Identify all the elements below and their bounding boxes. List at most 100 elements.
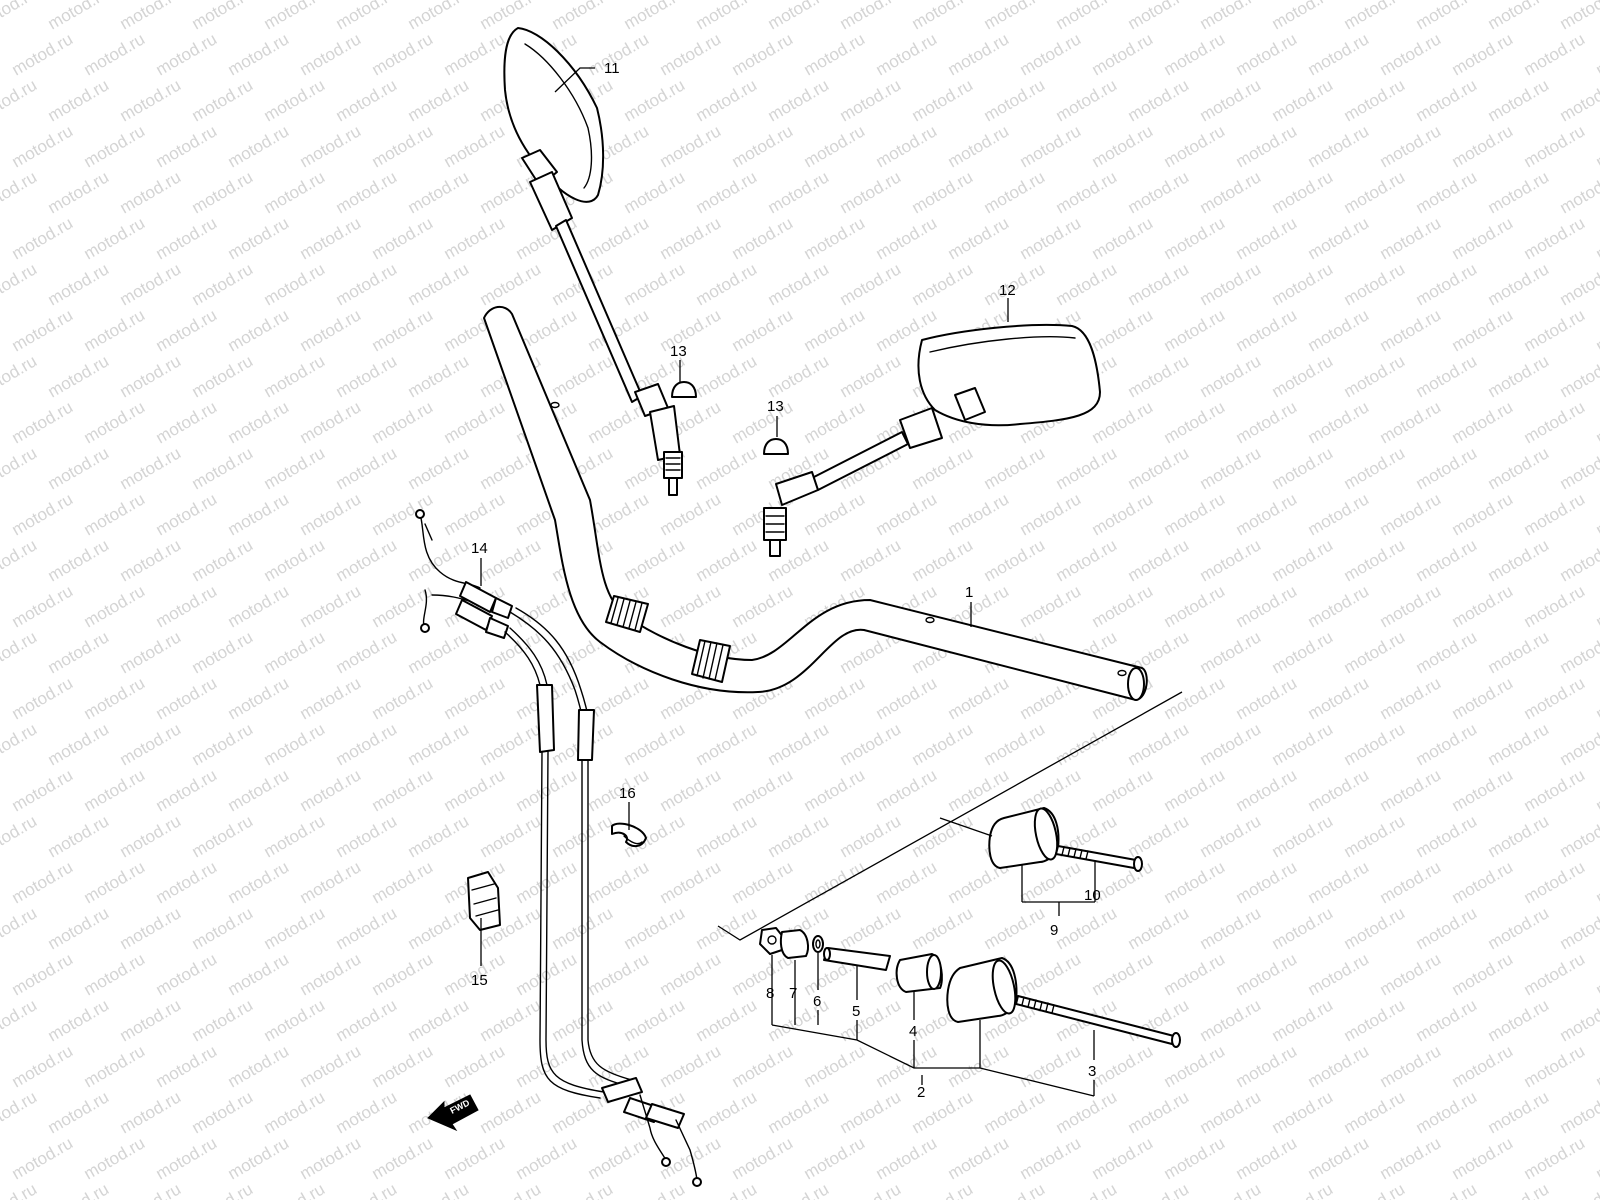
watermark-text: motod.ru <box>1233 121 1301 171</box>
watermark-text: motod.ru <box>1053 259 1121 309</box>
bar-end-screw-3[interactable] <box>1015 995 1181 1048</box>
watermark-text: motod.ru <box>693 811 761 861</box>
watermark-text: motod.ru <box>333 535 401 585</box>
watermark-text: motod.ru <box>1521 397 1589 447</box>
watermark-text: motod.ru <box>1197 995 1265 1045</box>
callout-3: 3 <box>1088 1063 1096 1080</box>
bar-end-weight-2[interactable] <box>946 957 1019 1023</box>
watermark-text: motod.ru <box>153 29 221 79</box>
watermark-text: motod.ru <box>1269 811 1337 861</box>
throttle-cables[interactable] <box>415 509 702 1187</box>
cable-clamp-15[interactable] <box>467 871 501 931</box>
watermark-text: motod.ru <box>297 121 365 171</box>
watermark-text: motod.ru <box>441 121 509 171</box>
watermark-text: motod.ru <box>1413 259 1481 309</box>
watermark-text: motod.ru <box>1269 1087 1337 1137</box>
cap-13-left[interactable] <box>671 381 697 398</box>
watermark-text: motod.ru <box>945 765 1013 815</box>
right-mirror[interactable] <box>763 323 1101 557</box>
watermark-text: motod.ru <box>1197 1087 1265 1137</box>
watermark-text: motod.ru <box>765 1179 833 1200</box>
watermark-text: motod.ru <box>621 1179 689 1200</box>
cap-13-right[interactable] <box>763 438 789 455</box>
watermark-text: motod.ru <box>333 351 401 401</box>
watermark-text: motod.ru <box>837 351 905 401</box>
bar-end-washer-6[interactable] <box>812 935 824 953</box>
watermark-text: motod.ru <box>621 75 689 125</box>
callout-12: 12 <box>999 282 1016 299</box>
watermark-text: motod.ru <box>261 167 329 217</box>
watermark-text: motod.ru <box>1557 1087 1600 1137</box>
watermark-text: motod.ru <box>189 1087 257 1137</box>
watermark-text: motod.ru <box>225 1041 293 1091</box>
watermark-text: motod.ru <box>45 719 113 769</box>
watermark-text: motod.ru <box>45 1179 113 1200</box>
watermark-text: motod.ru <box>1413 719 1481 769</box>
watermark-text: motod.ru <box>837 719 905 769</box>
watermark-text: motod.ru <box>1269 443 1337 493</box>
watermark-text: motod.ru <box>801 673 869 723</box>
watermark-text: motod.ru <box>45 903 113 953</box>
watermark-text: motod.ru <box>981 1179 1049 1200</box>
watermark-text: motod.ru <box>1161 29 1229 79</box>
watermark-text: motod.ru <box>0 995 40 1045</box>
watermark-text: motod.ru <box>117 75 185 125</box>
watermark-text: motod.ru <box>369 949 437 999</box>
watermark-text: motod.ru <box>405 351 473 401</box>
watermark-text: motod.ru <box>45 811 113 861</box>
watermark-text: motod.ru <box>405 443 473 493</box>
watermark-text: motod.ru <box>1449 213 1517 263</box>
watermark-text: motod.ru <box>477 259 545 309</box>
watermark-text: motod.ru <box>909 443 977 493</box>
bar-end-screw-10[interactable] <box>1055 845 1143 872</box>
watermark-text: motod.ru <box>405 995 473 1045</box>
watermark-text: motod.ru <box>981 535 1049 585</box>
watermark-text: motod.ru <box>405 1179 473 1200</box>
watermark-text: motod.ru <box>1449 121 1517 171</box>
watermark-text: motod.ru <box>81 489 149 539</box>
watermark-text: motod.ru <box>189 0 257 33</box>
watermark-text: motod.ru <box>981 443 1049 493</box>
watermark-text: motod.ru <box>117 811 185 861</box>
bar-end-collar-5[interactable] <box>823 947 891 971</box>
watermark-text: motod.ru <box>693 351 761 401</box>
watermark-text: motod.ru <box>261 0 329 33</box>
watermark-text: motod.ru <box>837 1087 905 1137</box>
watermark-text: motod.ru <box>837 903 905 953</box>
watermark-text: motod.ru <box>693 167 761 217</box>
watermark-text: motod.ru <box>1377 397 1445 447</box>
callout-labels: 11 12 13 13 14 1 16 10 9 15 8 7 6 5 4 3 … <box>471 60 1101 1101</box>
watermark-text: motod.ru <box>1233 305 1301 355</box>
watermark-text: motod.ru <box>81 949 149 999</box>
callout-7: 7 <box>789 985 797 1002</box>
watermark-text: motod.ru <box>873 121 941 171</box>
left-mirror[interactable] <box>503 27 683 496</box>
bar-end-rubber-7[interactable] <box>779 929 809 959</box>
watermark-text: motod.ru <box>801 1133 869 1183</box>
watermark-text: motod.ru <box>1341 903 1409 953</box>
handlebar[interactable] <box>483 306 1148 701</box>
watermark-text: motod.ru <box>333 75 401 125</box>
watermark-text: motod.ru <box>693 1087 761 1137</box>
watermark-text: motod.ru <box>1269 627 1337 677</box>
watermark-text: motod.ru <box>1161 213 1229 263</box>
watermark-text: motod.ru <box>1017 1041 1085 1091</box>
watermark-text: motod.ru <box>1053 0 1121 33</box>
watermark-text: motod.ru <box>801 213 869 263</box>
watermark-text: motod.ru <box>117 259 185 309</box>
watermark-text: motod.ru <box>1341 1087 1409 1137</box>
watermark-text: motod.ru <box>1341 995 1409 1045</box>
watermark-text: motod.ru <box>1161 1133 1229 1183</box>
bar-end-weight-9[interactable] <box>988 806 1061 869</box>
watermark-text: motod.ru <box>297 581 365 631</box>
bar-end-spacer-4[interactable] <box>895 953 943 993</box>
watermark-text: motod.ru <box>1269 351 1337 401</box>
cable-clip-16[interactable] <box>611 822 647 848</box>
watermark-text: motod.ru <box>45 0 113 33</box>
callout-11: 11 <box>604 60 620 77</box>
watermark-text: motod.ru <box>1341 811 1409 861</box>
watermark-text: motod.ru <box>765 0 833 33</box>
watermark-text: motod.ru <box>1053 719 1121 769</box>
watermark-text: motod.ru <box>1233 397 1301 447</box>
watermark-text: motod.ru <box>873 673 941 723</box>
